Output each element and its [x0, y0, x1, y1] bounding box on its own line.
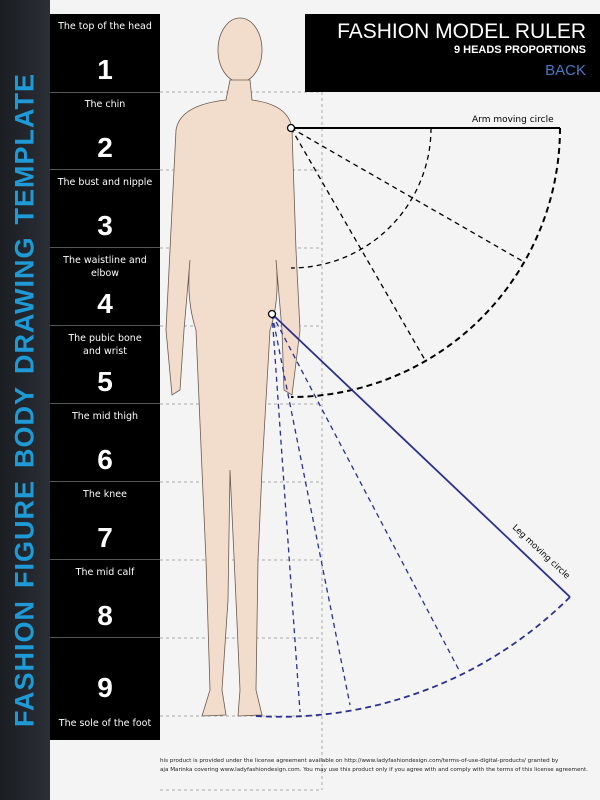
arm-moving-circle	[286, 123, 561, 398]
footer-line: aja Marinka covering www.ladyfashiondesi…	[160, 767, 588, 773]
ruler-row: The mid calf 8	[50, 560, 160, 638]
ruler-label: The pubic bone and wrist	[68, 333, 142, 357]
ruler-number: 6	[97, 444, 113, 475]
ruler-number: 7	[97, 522, 113, 553]
ruler-number: 3	[97, 210, 113, 241]
ruler-label: The top of the head	[58, 21, 152, 32]
ruler-label: The waistline and elbow	[63, 255, 147, 279]
ruler-row: The knee 7	[50, 482, 160, 560]
ruler-number: 8	[97, 600, 113, 631]
ruler-row: The chin 2	[50, 92, 160, 170]
leg-circle-label: Leg moving circle	[510, 523, 572, 581]
ruler-row: The waistline and elbow 4	[50, 248, 160, 326]
page-title: FASHION MODEL RULER	[337, 20, 586, 43]
ruler-number: 9	[97, 672, 113, 703]
ruler-label: The knee	[83, 489, 127, 500]
ruler-label: The mid calf	[75, 567, 135, 578]
ruler-number: 4	[97, 288, 113, 319]
ruler-row: The pubic bone and wrist 5	[50, 326, 160, 404]
ruler-row: The top of the head 1	[50, 14, 160, 93]
body-silhouette	[165, 17, 301, 717]
ruler-row: The bust and nipple 3	[50, 170, 160, 248]
ruler-number: 1	[97, 54, 113, 85]
ruler-label: The chin	[84, 99, 126, 110]
leg-moving-circle	[254, 309, 571, 718]
side-strip: FASHIONFIGUREBODYDRAWINGTEMPLATE	[0, 0, 50, 800]
ruler-number: 2	[97, 132, 113, 163]
page-subtitle: 9 HEADS PROPORTIONS	[453, 44, 586, 56]
footer-line: his product is provided under the licens…	[160, 758, 559, 764]
view-label: BACK	[545, 62, 586, 79]
ruler-row: The mid thigh 6	[50, 404, 160, 482]
ruler-label: The mid thigh	[71, 411, 139, 422]
ruler-label: The bust and nipple	[57, 177, 153, 188]
ruler-number: 5	[97, 366, 113, 397]
license-footer: his product is provided under the licens…	[160, 757, 588, 775]
header-box: FASHION MODEL RULER 9 HEADS PROPORTIONS …	[305, 14, 600, 92]
arm-circle-label: Arm moving circle	[472, 115, 554, 125]
ruler-label: The sole of the foot	[58, 718, 152, 729]
head-ruler: The top of the head 1 The chin 2 The bust …	[50, 14, 160, 740]
